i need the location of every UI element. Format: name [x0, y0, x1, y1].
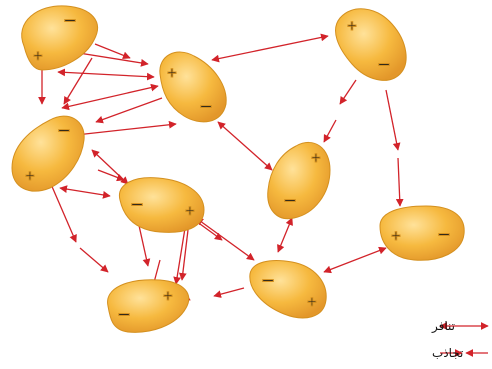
legend: تنافر تجاذب: [431, 319, 489, 360]
repulsion-arrow: [195, 217, 255, 261]
repulsion-arrow: [217, 121, 273, 171]
attraction-label: تجاذب: [432, 346, 463, 360]
molecule: + −: [379, 205, 465, 261]
molecule: − +: [21, 5, 98, 71]
attraction-arrow: [63, 57, 93, 105]
attraction-arrow: [339, 79, 357, 105]
polar-molecules: − + + − − + − + + − + −: [11, 5, 465, 333]
repulsion-arrow: [59, 185, 111, 199]
negative-sign: −: [283, 191, 297, 211]
positive-sign: +: [311, 151, 322, 166]
positive-sign: +: [307, 295, 318, 310]
negative-sign: −: [437, 225, 451, 245]
legend-repulsion: تنافر: [431, 319, 489, 334]
attraction-arrow: [94, 43, 131, 60]
legend-attraction: تجاذب: [432, 346, 488, 360]
repulsion-arrow: [277, 217, 293, 253]
negative-sign: −: [261, 271, 275, 291]
positive-sign: +: [347, 19, 358, 34]
positive-sign: +: [167, 66, 178, 81]
repulsion-label: تنافر: [431, 319, 455, 334]
attraction-arrow: [95, 97, 163, 124]
attraction-arrow: [97, 169, 125, 182]
repulsion-arrow: [323, 246, 387, 274]
molecule: + −: [267, 141, 331, 220]
negative-sign: −: [130, 195, 144, 215]
molecule: − +: [119, 177, 205, 233]
interaction-arrows: [38, 33, 404, 301]
attraction-arrow: [395, 157, 404, 207]
repulsion-arrow: [75, 120, 177, 139]
attraction-arrow: [199, 223, 223, 241]
molecule: + −: [107, 279, 190, 333]
positive-sign: +: [163, 289, 174, 304]
positive-sign: +: [391, 229, 402, 244]
attraction-arrow: [173, 221, 187, 285]
positive-sign: +: [185, 204, 196, 219]
attraction-arrow: [79, 247, 109, 273]
repulsion-arrow: [61, 83, 159, 111]
positive-sign: +: [33, 49, 44, 64]
attraction-arrow: [213, 287, 245, 298]
molecule: − +: [249, 260, 327, 319]
negative-sign: −: [117, 305, 131, 325]
repulsion-arrow: [57, 68, 155, 81]
negative-sign: −: [377, 55, 391, 75]
attraction-arrow: [323, 119, 337, 143]
negative-sign: −: [57, 121, 71, 141]
molecule: − +: [11, 115, 85, 192]
attraction-arrow: [178, 229, 189, 281]
attraction-arrow: [385, 89, 401, 151]
positive-sign: +: [25, 169, 36, 184]
negative-sign: −: [199, 97, 213, 117]
molecule: + −: [335, 8, 407, 81]
negative-sign: −: [63, 11, 77, 31]
repulsion-arrow: [211, 33, 329, 63]
molecule: + −: [159, 51, 227, 123]
